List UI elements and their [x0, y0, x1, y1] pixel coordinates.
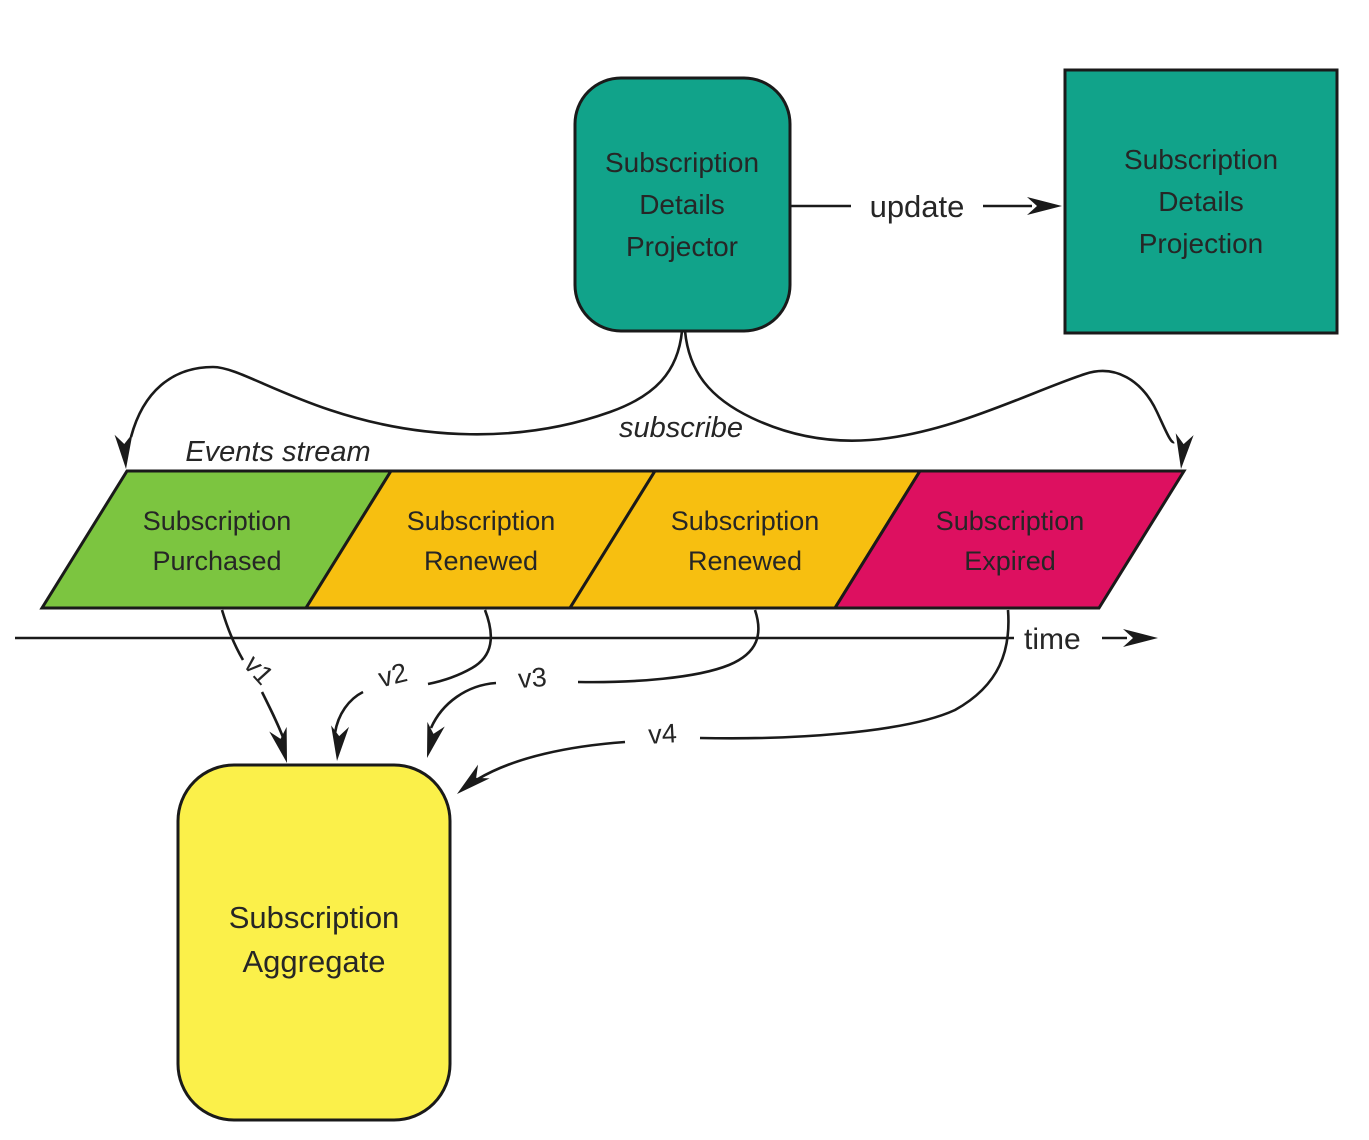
- v3-curve-top: [577, 609, 760, 684]
- v2-curve-top: [427, 609, 493, 686]
- events-stream: Subscription Purchased Subscription Rene…: [39, 469, 1187, 610]
- projector-box: Subscription Details Projector: [573, 76, 792, 333]
- aggregate-label-line2: Aggregate: [242, 944, 385, 979]
- v4-arrow: v4: [457, 609, 1010, 794]
- projection-label-line1: Subscription: [1124, 144, 1278, 175]
- subscribe-arrows: subscribe: [114, 330, 1194, 469]
- event2-label-line2: Renewed: [424, 546, 538, 576]
- v2-arrowhead-icon: [331, 725, 350, 761]
- subscribe-left-arrowhead-icon: [114, 433, 133, 469]
- v3-arrowhead-icon: [427, 721, 445, 758]
- v1-label: v1: [238, 649, 279, 690]
- v3-label: v3: [517, 662, 548, 694]
- event3-label-line1: Subscription: [671, 506, 820, 536]
- projector-label-line3: Projector: [626, 231, 738, 262]
- v4-label: v4: [647, 718, 677, 749]
- event4-label-line2: Expired: [964, 546, 1056, 576]
- v2-arrow: v2: [331, 609, 493, 761]
- subscribe-right-arrowhead-icon: [1175, 433, 1194, 469]
- v1-arrowhead-icon: [269, 726, 287, 763]
- v3-arrow: v3: [427, 609, 760, 758]
- projection-label-line3: Projection: [1139, 228, 1264, 259]
- event4-label-line1: Subscription: [936, 506, 1085, 536]
- time-label: time: [1024, 623, 1081, 656]
- time-arrowhead-icon: [1123, 629, 1158, 647]
- v1-arrow: v1: [220, 609, 287, 763]
- projector-box-shape: [573, 76, 792, 333]
- time-axis: time: [15, 623, 1158, 656]
- event1-label-line2: Purchased: [152, 546, 281, 576]
- projection-label-line2: Details: [1158, 186, 1244, 217]
- subscribe-curve-left: [129, 330, 684, 438]
- v1-curve-top: [220, 609, 245, 661]
- v2-label: v2: [375, 657, 410, 693]
- v1-curve-bottom: [260, 691, 286, 741]
- events-stream-label: Events stream: [185, 436, 370, 468]
- aggregate-box-shape: [176, 763, 452, 1122]
- event2-label-line1: Subscription: [407, 506, 556, 536]
- projector-label-line2: Details: [639, 189, 725, 220]
- event-subscription-expired: [832, 469, 1187, 610]
- event1-label-line1: Subscription: [143, 506, 292, 536]
- event3-label-line2: Renewed: [688, 546, 802, 576]
- v4-curve-bottom: [477, 740, 626, 781]
- v4-arrowhead-icon: [457, 764, 490, 794]
- update-label: update: [870, 189, 965, 224]
- aggregate-label-line1: Subscription: [229, 900, 400, 935]
- aggregate-box: Subscription Aggregate: [176, 763, 452, 1122]
- projection-box: Subscription Details Projection: [1063, 68, 1339, 335]
- v3-curve-bottom: [429, 681, 497, 729]
- update-arrowhead-icon: [1027, 197, 1062, 215]
- v4-curve-top: [699, 609, 1010, 740]
- projector-label-line1: Subscription: [605, 147, 759, 178]
- projection-box-shape: [1063, 68, 1339, 335]
- update-arrow: update: [791, 189, 1062, 224]
- subscribe-curve-right: [683, 330, 1175, 444]
- v2-curve-bottom: [333, 690, 364, 734]
- subscribe-label: subscribe: [619, 412, 743, 444]
